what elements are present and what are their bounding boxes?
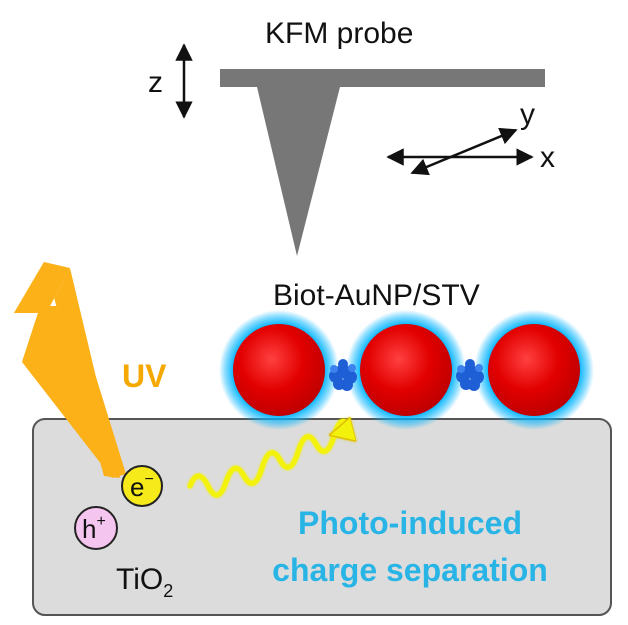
process-caption-line2: charge separation	[272, 552, 548, 588]
streptavidin-linker	[329, 359, 357, 391]
gold-nanoparticle	[488, 324, 580, 416]
electron-label: e−	[130, 471, 154, 502]
probe-label: KFM probe	[265, 17, 413, 50]
nanoparticle-chain	[219, 310, 594, 430]
nanoparticle-label: Biot-AuNP/STV	[273, 279, 480, 312]
y-axis-arrow	[410, 127, 518, 176]
z-axis-label: z	[148, 66, 163, 99]
tio2-substrate	[32, 418, 612, 616]
kfm-probe	[220, 69, 545, 256]
y-axis-label: y	[520, 98, 535, 131]
uv-label: UV	[122, 358, 167, 394]
gold-nanoparticle	[360, 324, 452, 416]
electron-circle	[121, 465, 163, 507]
uv-beam-tail	[22, 306, 126, 478]
x-axis-label: x	[540, 141, 555, 174]
probe-cantilever	[220, 69, 545, 87]
process-caption-line1: Photo-induced	[298, 505, 522, 541]
squiggle-arrow-icon	[187, 421, 350, 498]
hole-label: h+	[82, 513, 106, 544]
uv-beam	[14, 262, 74, 362]
streptavidin-linker	[456, 359, 484, 391]
hole-circle	[74, 506, 118, 550]
gold-nanoparticle	[233, 324, 325, 416]
substrate-label: TiO2	[116, 563, 173, 601]
probe-tip	[257, 87, 340, 256]
